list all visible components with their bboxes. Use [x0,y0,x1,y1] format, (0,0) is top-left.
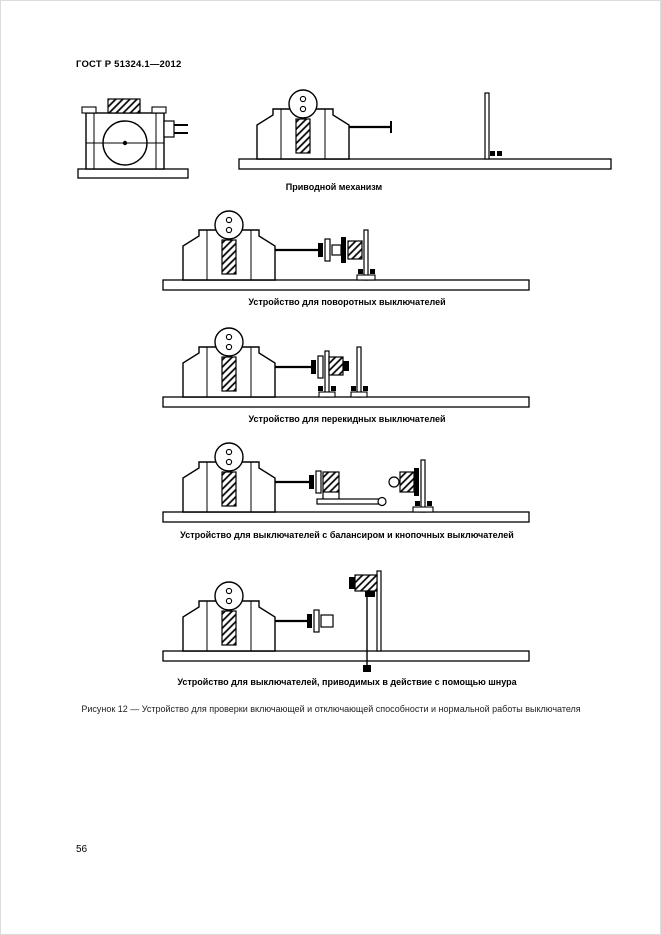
caption-rotary-switches: Устройство для поворотных выключателей [248,297,446,307]
drive-mechanism-front-view-drawing [77,98,189,179]
drive-mechanism-side-view-drawing [238,89,612,170]
caption-toggle-switches: Устройство для перекидных выключателей [248,414,446,424]
caption-drive-mechanism: Приводной механизм [285,182,383,192]
document-header: ГОСТ Р 51324.1—2012 [76,59,182,70]
page-number: 56 [76,844,88,855]
rotary-switch-rig-drawing [162,210,530,291]
caption-cord-switches: Устройство для выключателей, приводимых … [177,677,517,687]
caption-rocker-pushbutton-switches: Устройство для выключателей с балансиром… [180,530,514,540]
figure-caption: Рисунок 12 — Устройство для проверки вкл… [81,704,581,714]
cord-switch-rig-drawing [162,570,530,672]
toggle-switch-rig-drawing [162,327,530,408]
rocker-pushbutton-rig-drawing [162,442,530,523]
